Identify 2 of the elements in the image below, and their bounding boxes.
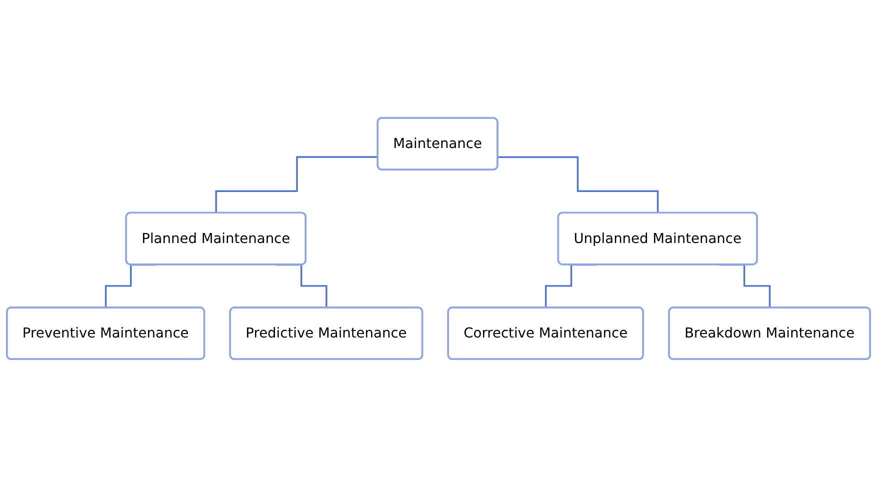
connector xyxy=(498,156,659,214)
connector xyxy=(215,156,378,214)
